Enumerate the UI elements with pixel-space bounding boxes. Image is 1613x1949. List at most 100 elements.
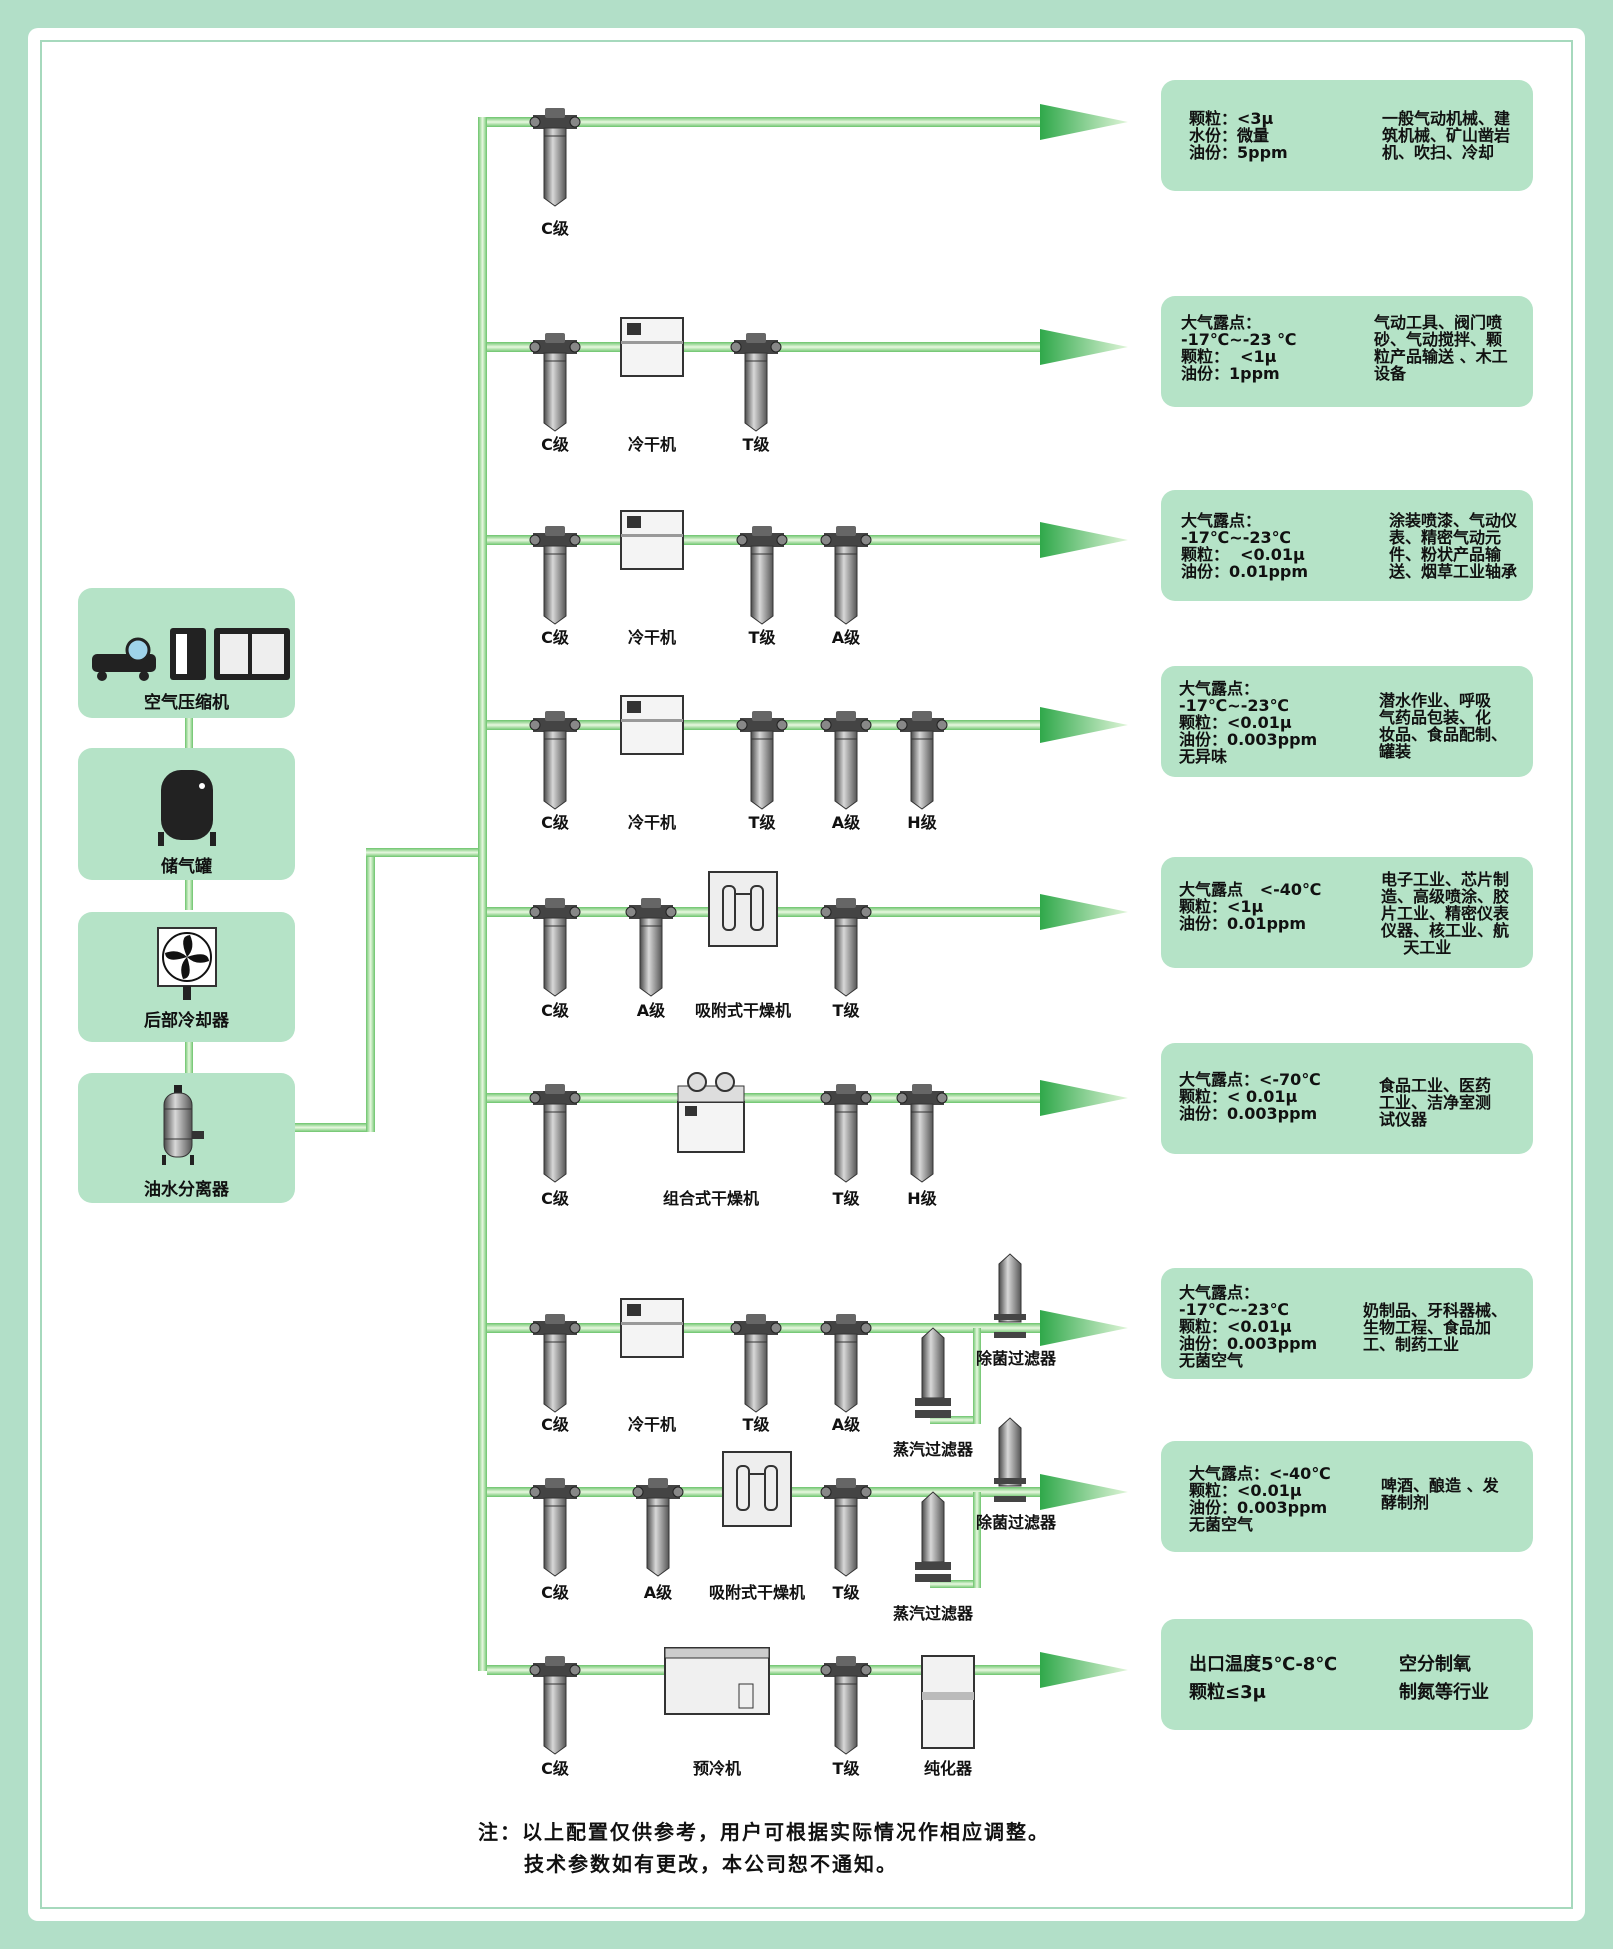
- component-label: C级: [541, 1189, 570, 1208]
- component-label: 吸附式干燥机: [695, 1001, 791, 1020]
- a-grade-filter-icon: [625, 898, 677, 997]
- a-grade-filter-icon: [632, 1478, 684, 1577]
- spec-box-3: 大气露点： -17℃~-23℃ 颗粒： <0.01μ 油份：0.01ppm 涂装…: [1161, 490, 1533, 601]
- refrigerated-dryer-icon: [620, 695, 684, 755]
- separator-pipe: [272, 1123, 374, 1132]
- t-grade-filter-icon: [820, 898, 872, 997]
- sterile-filter-icon: [994, 1253, 1026, 1338]
- steam-filter-icon: [915, 1491, 981, 1588]
- c-grade-filter-icon: [529, 711, 581, 810]
- spec-text: 大气露点：<-70℃ 颗粒：< 0.01μ 油份：0.003ppm: [1179, 1070, 1321, 1123]
- aftercooler-box: 后部冷却器: [78, 912, 295, 1042]
- component-label: 冷干机: [628, 435, 676, 454]
- pre-cooler-icon: [664, 1647, 770, 1715]
- flow-arrow: [1040, 104, 1128, 140]
- t-grade-filter-icon: [736, 526, 788, 625]
- t-grade-filter-icon: [820, 1084, 872, 1183]
- oil-water-separator-box: 油水分离器: [78, 1073, 295, 1203]
- page-frame-border: [40, 40, 1573, 1909]
- component-label: 蒸汽过滤器: [893, 1440, 974, 1459]
- separator-riser: [366, 848, 375, 1132]
- branch-pipe: [487, 1093, 1047, 1103]
- component-label: A级: [832, 628, 861, 647]
- c-grade-filter-icon: [529, 1478, 581, 1577]
- c-grade-filter-icon: [529, 108, 581, 207]
- branch-row-5: C级 A级 吸附式干燥机 T级: [487, 871, 1128, 1020]
- c-grade-filter-icon: [529, 1314, 581, 1413]
- t-grade-filter-icon: [730, 333, 782, 432]
- component-label: A级: [832, 813, 861, 832]
- component-label: 纯化器: [924, 1759, 973, 1778]
- component-label: C级: [541, 435, 570, 454]
- c-grade-filter-icon: [529, 333, 581, 432]
- component-label: 冷干机: [628, 628, 676, 647]
- refrigerated-dryer-icon: [620, 317, 684, 377]
- spec-box-1: 颗粒：<3μ 水份：微量 油份：5ppm 一般气动机械、建 筑机械、矿山凿岩 机…: [1161, 80, 1533, 191]
- component-label: C级: [541, 628, 570, 647]
- component-label: A级: [644, 1583, 673, 1602]
- component-label: T级: [833, 1759, 861, 1778]
- branch-row-1: C级: [487, 104, 1128, 238]
- spec-text: 出口温度5℃-8℃ 颗粒≤3μ: [1189, 1654, 1338, 1703]
- component-label: T级: [833, 1583, 861, 1602]
- air-compressor-icon: [92, 628, 290, 681]
- flow-arrow: [1040, 1310, 1128, 1346]
- t-grade-filter-icon: [820, 1656, 872, 1755]
- flow-arrow: [1040, 329, 1128, 365]
- component-label: 蒸汽过滤器: [893, 1604, 974, 1623]
- component-label: 吸附式干燥机: [709, 1583, 805, 1602]
- spec-box-5: 大气露点 <-40℃ 颗粒：<1μ 油份：0.01ppm 电子工业、芯片制 造、…: [1161, 857, 1533, 968]
- air-compressor-box: 空气压缩机: [78, 588, 295, 718]
- component-label: C级: [541, 1759, 570, 1778]
- spec-text: 颗粒：<3μ 水份：微量 油份：5ppm: [1189, 109, 1288, 162]
- aftercooler-label: 后部冷却器: [144, 1011, 229, 1031]
- application-text: 一般气动机械、建 筑机械、矿山凿岩 机、吹扫、冷却: [1382, 109, 1511, 162]
- component-label: 除菌过滤器: [976, 1349, 1057, 1368]
- component-label: T级: [833, 1001, 861, 1020]
- application-text: 涂装喷漆、气动仪 表、精密气动元 件、粉状产品输 送、烟草工业轴承: [1389, 511, 1518, 581]
- flow-arrow: [1040, 1080, 1128, 1116]
- component-label: C级: [541, 1415, 570, 1434]
- flow-arrow: [1040, 1652, 1128, 1688]
- steam-filter-icon: [915, 1327, 981, 1424]
- spec-text: 大气露点： -17℃~-23℃ 颗粒： <0.01μ 油份：0.01ppm: [1181, 511, 1309, 581]
- branch-row-9: C级 预冷机 T级 纯化器: [487, 1647, 1128, 1778]
- note-line-1: 注：以上配置仅供参考，用户可根据实际情况作相应调整。: [478, 1820, 1050, 1844]
- fan-cooler-icon: [157, 927, 217, 1000]
- component-label: A级: [832, 1415, 861, 1434]
- source-pipe: [185, 878, 193, 910]
- spec-box-9: 出口温度5℃-8℃ 颗粒≤3μ 空分制氧 制氮等行业: [1161, 1619, 1533, 1730]
- component-label: 预冷机: [693, 1759, 741, 1778]
- main-trunk-pipe: [478, 117, 487, 1671]
- spec-text: 大气露点： -17℃~-23℃ 颗粒：<0.01μ 油份：0.003ppm 无菌…: [1179, 1283, 1318, 1370]
- component-label: 冷干机: [628, 813, 676, 832]
- h-grade-filter-icon: [896, 711, 948, 810]
- flow-arrow: [1040, 522, 1128, 558]
- component-label: 除菌过滤器: [976, 1513, 1057, 1532]
- application-text: 潜水作业、呼吸 气药品包装、化 妆品、食品配制、 罐装: [1379, 691, 1508, 761]
- flow-arrow: [1040, 894, 1128, 930]
- source-pipe: [185, 1040, 193, 1074]
- a-grade-filter-icon: [820, 711, 872, 810]
- component-label: A级: [637, 1001, 666, 1020]
- spec-box-6: 大气露点：<-70℃ 颗粒：< 0.01μ 油份：0.003ppm 食品工业、医…: [1161, 1043, 1533, 1154]
- adsorption-dryer-icon: [722, 1451, 792, 1527]
- component-label: C级: [541, 1001, 570, 1020]
- air-compressor-label: 空气压缩机: [144, 693, 229, 713]
- c-grade-filter-icon: [529, 898, 581, 997]
- source-pipe: [185, 710, 193, 750]
- component-label: H级: [907, 1189, 937, 1208]
- t-grade-filter-icon: [736, 711, 788, 810]
- component-label: C级: [541, 1583, 570, 1602]
- c-grade-filter-icon: [529, 1656, 581, 1755]
- component-label: T级: [749, 813, 777, 832]
- sterile-filter-icon: [994, 1417, 1026, 1502]
- application-text: 啤酒、酿造 、发 酵制剂: [1381, 1476, 1499, 1512]
- component-label: T级: [833, 1189, 861, 1208]
- application-text: 空分制氧 制氮等行业: [1399, 1654, 1489, 1703]
- combined-dryer-icon: [677, 1072, 745, 1153]
